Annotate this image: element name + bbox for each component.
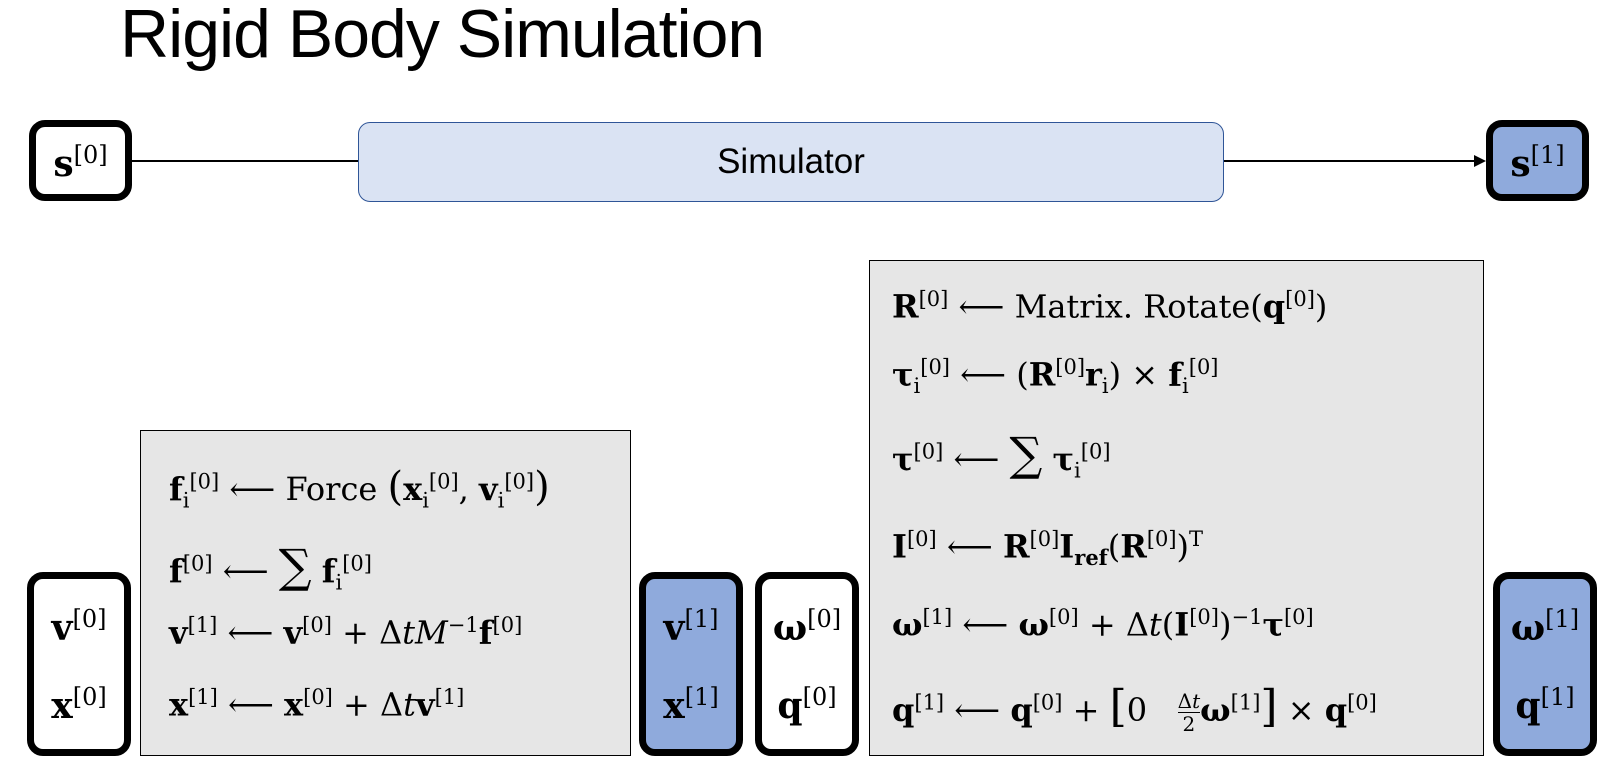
arrowhead-icon (1474, 155, 1486, 167)
velocity-update-equation: v[1] ⟵ v[0] + ΔtM−1f[0] (169, 613, 523, 652)
state-box-w1-q1: ω[1] q[1] (1493, 572, 1597, 756)
state-box-v1-x1: v[1] x[1] (639, 572, 743, 756)
state-index: [1] (1540, 683, 1575, 711)
total-torque-equation: τ[0] ⟵ ∑ τi[0] (892, 427, 1111, 483)
connector-line-right (1224, 160, 1478, 162)
state-symbol: x (51, 685, 73, 727)
state-index: [1] (684, 605, 719, 633)
state-box-v0-x0: v[0] x[0] (27, 572, 131, 756)
simulator-box: Simulator (358, 122, 1224, 202)
rotation-update-panel: R[0] ⟵ Matrix. Rotate(q[0]) τi[0] ⟵ (R[0… (869, 260, 1484, 756)
state-symbol: ω (772, 607, 808, 649)
state-box-s1: s[1] (1486, 120, 1589, 201)
state-index: [0] (73, 141, 108, 169)
torque-i-equation: τi[0] ⟵ (R[0]ri) × fi[0] (892, 355, 1219, 399)
translation-update-panel: fi[0] ⟵ Force (xi[0], vi[0]) f[0] ⟵ ∑ fi… (140, 430, 631, 756)
state-box-w0-q0: ω[0] q[0] (755, 572, 859, 756)
state-index: [1] (1530, 141, 1565, 169)
rotation-matrix-equation: R[0] ⟵ Matrix. Rotate(q[0]) (892, 287, 1328, 326)
state-index: [0] (72, 683, 107, 711)
state-symbol: ω (1510, 607, 1546, 649)
state-symbol: q (777, 685, 803, 727)
state-index: [0] (802, 683, 837, 711)
total-force-equation: f[0] ⟵ ∑ fi[0] (169, 539, 372, 595)
inertia-equation: I[0] ⟵ R[0]Iref(R[0])T (892, 527, 1204, 571)
state-box-s0: s[0] (29, 120, 132, 201)
angular-velocity-update-equation: ω[1] ⟵ ω[0] + Δt(I[0])−1τ[0] (892, 605, 1314, 644)
force-equation: fi[0] ⟵ Force (xi[0], vi[0]) (169, 464, 550, 513)
state-index: [1] (1545, 605, 1580, 633)
state-symbol: s (1510, 143, 1531, 185)
connector-line-left (132, 160, 358, 162)
position-update-equation: x[1] ⟵ x[0] + Δtv[1] (169, 685, 465, 724)
state-index: [0] (72, 605, 107, 633)
state-symbol: v (663, 607, 685, 649)
state-symbol: v (51, 607, 73, 649)
state-symbol: s (53, 143, 74, 185)
state-symbol: x (663, 685, 685, 727)
state-index: [1] (684, 683, 719, 711)
state-index: [0] (807, 605, 842, 633)
state-symbol: q (1515, 685, 1541, 727)
page-title: Rigid Body Simulation (120, 0, 765, 72)
